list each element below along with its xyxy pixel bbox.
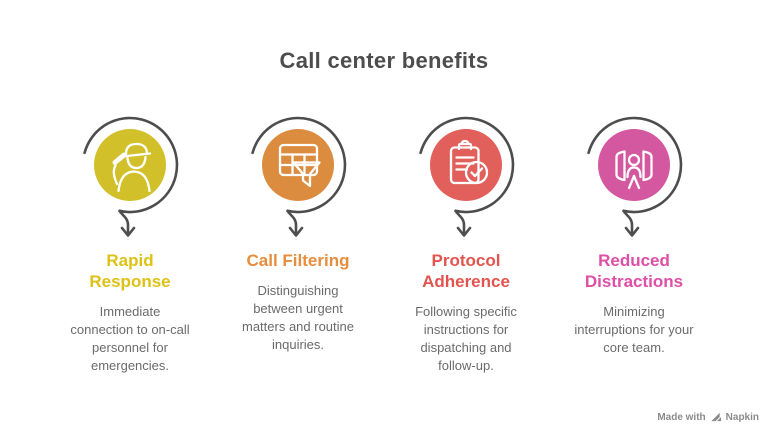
rapid-response-badge <box>83 116 179 237</box>
shielded-person-icon <box>615 150 653 190</box>
benefit-description: Following specific instructions for disp… <box>415 304 517 373</box>
reduced-distractions-badge <box>587 116 683 237</box>
down-arrowhead-icon <box>456 226 472 237</box>
on-call-worker-icon <box>112 142 152 193</box>
benefit-heading: Reduced Distractions <box>584 251 684 291</box>
benefit-column-call-filtering: Call Filtering Distinguishing between ur… <box>214 108 382 375</box>
spiral-arrow-ring <box>419 116 515 236</box>
spiral-arrow-ring <box>83 116 179 236</box>
benefit-column-reduced-distractions: Reduced Distractions Minimizing interrup… <box>550 108 718 375</box>
spiral-arrow-ring <box>587 116 683 236</box>
page-title: Call center benefits <box>279 48 489 73</box>
protocol-adherence-badge <box>419 116 515 237</box>
down-arrowhead-icon <box>624 226 640 237</box>
down-arrowhead-icon <box>288 226 304 237</box>
watermark-brand: Napkin <box>725 411 759 423</box>
benefit-heading: Call Filtering <box>246 251 350 270</box>
spiral-arrow-ring <box>251 116 347 236</box>
table-filter-icon <box>278 143 321 188</box>
benefit-description: Minimizing interruptions for your core t… <box>574 304 694 355</box>
benefit-column-protocol-adherence: Protocol Adherence Following specific in… <box>382 108 550 375</box>
benefit-heading: Protocol Adherence <box>422 251 510 291</box>
benefit-description: Distinguishing between urgent matters an… <box>241 283 354 352</box>
benefit-column-rapid-response: Rapid Response Immediate connection to o… <box>46 108 214 375</box>
down-arrowhead-icon <box>120 226 136 237</box>
benefit-circle <box>430 129 502 201</box>
call-filtering-badge <box>251 116 347 237</box>
watermark-prefix: Made with <box>657 411 706 423</box>
benefit-heading: Rapid Response <box>89 251 171 291</box>
made-with-napkin-watermark: Made with Napkin <box>657 411 759 423</box>
napkin-logo-icon <box>711 412 721 422</box>
clipboard-check-icon <box>449 139 489 185</box>
benefits-row: Rapid Response Immediate connection to o… <box>46 108 718 375</box>
benefit-description: Immediate connection to on-call personne… <box>70 304 190 373</box>
